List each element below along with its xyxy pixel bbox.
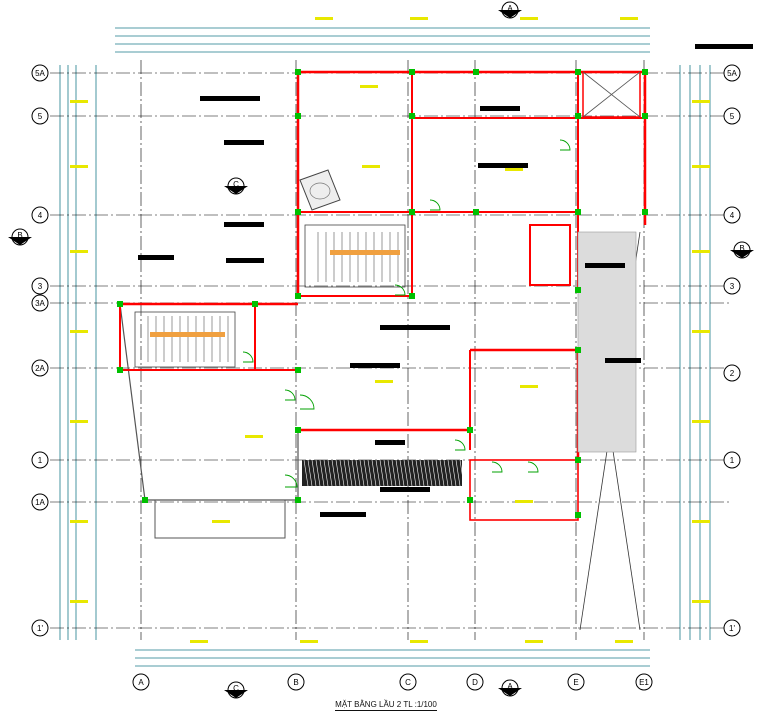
svg-text:1A: 1A — [35, 498, 45, 507]
grid-bubble-row-left-5: 5 — [31, 107, 49, 125]
grid-bubble-col-e1: E1 — [635, 673, 653, 691]
stair-treads-upper — [317, 232, 399, 282]
svg-text:5: 5 — [38, 112, 43, 121]
grid-bubble-row-right-5: 5 — [723, 107, 741, 125]
annotation-tags — [138, 44, 753, 517]
svg-text:1': 1' — [37, 624, 43, 633]
grid-bubble-row-right-3: 3 — [723, 277, 741, 295]
balcony-hatch — [302, 459, 465, 487]
svg-text:4: 4 — [38, 211, 43, 220]
svg-text:D: D — [472, 678, 478, 687]
paving-area — [577, 231, 637, 453]
grid-bubble-row-left-5a: 5A — [31, 64, 49, 82]
svg-text:A: A — [507, 4, 513, 13]
svg-text:C: C — [405, 678, 411, 687]
grid-bubbles: A B C D E E1 5A 5A 5 5 4 4 3 3 3A 2A 2 1 1 1A 1' 1' — [31, 64, 741, 691]
svg-text:5A: 5A — [35, 69, 45, 78]
grid-bubble-row-right-4: 4 — [723, 206, 741, 224]
svg-text:1: 1 — [38, 456, 43, 465]
grid-bubble-col-a: A — [132, 673, 150, 691]
svg-text:E1: E1 — [639, 678, 649, 687]
stair-landing-lower — [150, 332, 225, 337]
grid-bubble-col-b: B — [287, 673, 305, 691]
grid-bubble-row-left-3a: 3A — [31, 294, 49, 312]
svg-text:B: B — [17, 231, 22, 240]
svg-text:E: E — [573, 678, 578, 687]
svg-text:A: A — [507, 682, 513, 691]
door-swings — [242, 139, 571, 488]
building-outline — [119, 70, 647, 631]
svg-text:B: B — [739, 244, 744, 253]
svg-text:A: A — [138, 678, 144, 687]
svg-text:3: 3 — [38, 282, 43, 291]
grid-bubble-row-left-3: 3 — [31, 277, 49, 295]
staircase-lower — [134, 311, 236, 368]
section-marker-b-left: B — [8, 228, 32, 246]
dimension-lines — [59, 27, 711, 667]
svg-text:1': 1' — [729, 624, 735, 633]
section-marker-a-bottom: A — [498, 679, 522, 697]
drawing-title-text: MẶT BẰNG LẦU 2 TL :1/100 — [335, 700, 437, 711]
section-marker-a-top: A — [498, 1, 522, 19]
grid-bubble-row-left-1: 1 — [31, 451, 49, 469]
svg-text:C: C — [233, 684, 239, 693]
svg-text:1: 1 — [730, 456, 735, 465]
section-marker-c-bottom: C — [224, 681, 248, 699]
drawing-title: MẶT BẰNG LẦU 2 TL :1/100 — [0, 700, 782, 711]
svg-text:5A: 5A — [727, 69, 737, 78]
grid-bubble-row-right-1p: 1' — [723, 619, 741, 637]
grid-bubble-row-right-1: 1 — [723, 451, 741, 469]
section-markers: A A C C B B — [8, 1, 754, 699]
svg-text:C: C — [233, 180, 239, 189]
grid-bubble-row-right-5a: 5A — [723, 64, 741, 82]
svg-text:3A: 3A — [35, 299, 45, 308]
grid-bubble-col-e: E — [567, 673, 585, 691]
room-labels — [70, 17, 710, 643]
grid-bubble-row-left-2a: 2A — [31, 359, 49, 377]
svg-text:5: 5 — [730, 112, 735, 121]
structural-columns — [117, 69, 648, 518]
section-marker-c-mid: C — [224, 177, 248, 195]
svg-text:4: 4 — [730, 211, 735, 220]
grid-bubble-row-left-4: 4 — [31, 206, 49, 224]
stair-landing-upper — [330, 250, 400, 255]
staircase-upper — [304, 224, 406, 288]
bathtub — [299, 169, 341, 211]
grid-bubble-col-d: D — [466, 673, 484, 691]
stair-treads-lower — [147, 316, 229, 362]
svg-text:2: 2 — [730, 369, 735, 378]
svg-text:3: 3 — [730, 282, 735, 291]
svg-text:2A: 2A — [35, 364, 45, 373]
svg-text:B: B — [293, 678, 298, 687]
grid-bubble-row-right-2: 2 — [723, 364, 741, 382]
section-marker-b-right: B — [730, 241, 754, 259]
grid-bubble-row-left-1a: 1A — [31, 493, 49, 511]
grid-bubble-row-left-1p: 1' — [31, 619, 49, 637]
grid-bubble-col-c: C — [399, 673, 417, 691]
